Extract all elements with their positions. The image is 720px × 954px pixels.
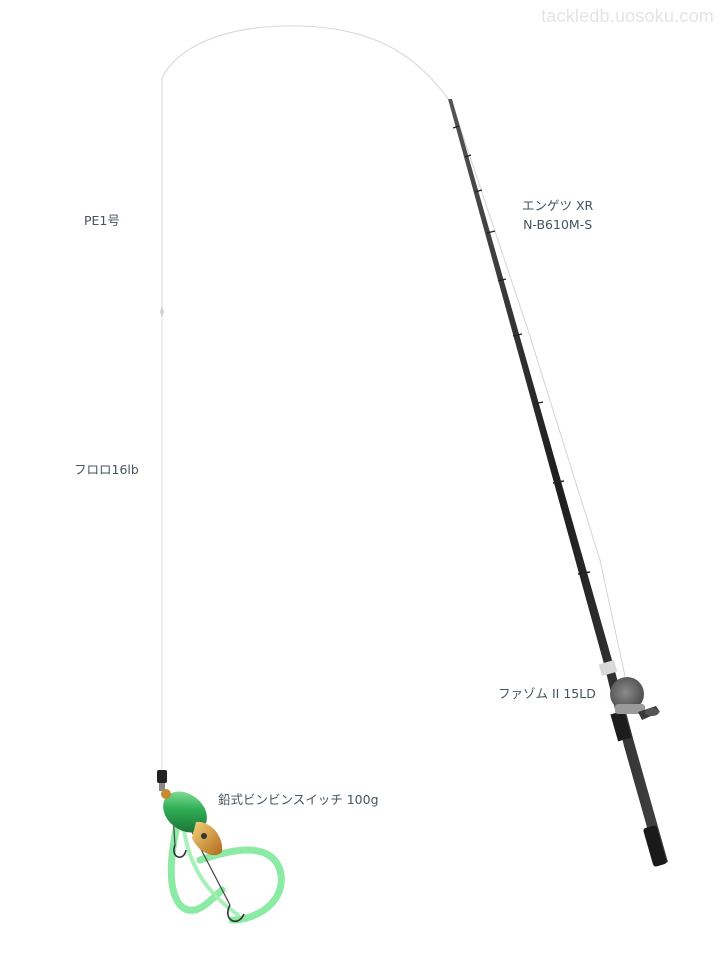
site-watermark: tackledb.uosoku.com	[541, 6, 714, 26]
reel-label: ファゾム II 15LD	[498, 686, 596, 701]
main-line-label: PE1号	[84, 213, 120, 228]
rod-line	[451, 102, 629, 691]
rod-grip	[643, 825, 667, 867]
main-line	[161, 25, 450, 312]
rod-guides	[452, 125, 591, 575]
leader-label: フロロ16lb	[74, 462, 139, 477]
line-knot	[160, 306, 164, 318]
reel-illustration	[610, 677, 660, 720]
lure-label: 鉛式ビンビンスイッチ 100g	[218, 792, 379, 807]
rod-label: エンゲツ XR N-B610M-S	[522, 196, 593, 235]
lure-illustration	[157, 770, 285, 924]
rod-name-line2: N-B610M-S	[523, 217, 593, 233]
rod-name-line1: エンゲツ XR	[522, 198, 594, 213]
reel-seat	[598, 660, 618, 676]
